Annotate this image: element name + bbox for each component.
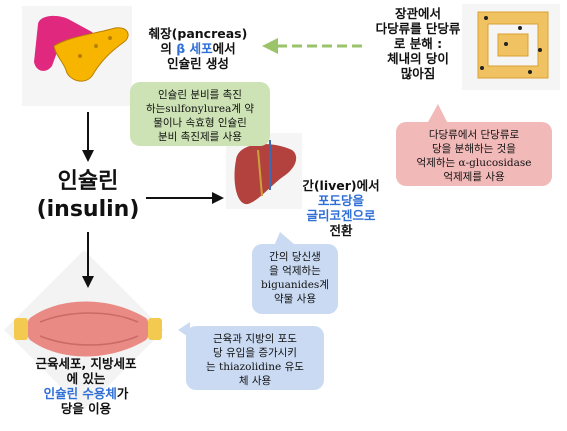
arrow-insulin-to-liver xyxy=(146,192,224,204)
muscle-line2: 에 있는 xyxy=(66,371,106,386)
callout-line: 억제하는 α-glucosidase xyxy=(416,157,532,169)
insulin-line1: 인슐린 xyxy=(57,169,119,194)
intestine-line: 다당류를 단당류 xyxy=(375,21,461,36)
pancreas-icon xyxy=(22,6,132,106)
glucosidase-callout: 다당류에서 단당류로 당을 분해하는 것을 억제하는 α-glucosidase… xyxy=(396,122,552,186)
liver-line2: 포도당을 xyxy=(317,193,364,208)
insulin-line2: (insulin) xyxy=(36,197,140,222)
dashed-arrow xyxy=(262,38,362,54)
muscle-line3-post: 가 xyxy=(116,386,129,401)
callout-line: 분비 촉진제를 사용 xyxy=(158,131,242,143)
pancreas-label-line3: 인슐린 생성 xyxy=(167,56,229,71)
intestine-line: 체내의 당이 xyxy=(387,51,449,66)
muscle-icon xyxy=(4,250,164,410)
beta-cell-text: β 세포 xyxy=(176,41,213,56)
liver-line3: 글리코겐으로 xyxy=(306,208,376,223)
thiazolidine-callout: 근육과 지방의 포도 당 유입을 증가시키 는 thiazolidine 유도 … xyxy=(186,326,324,390)
liver-line1: 간(liver)에서 xyxy=(302,178,380,193)
muscle-line4: 당을 이용 xyxy=(60,401,112,416)
callout-line: 다당류에서 단당류로 xyxy=(428,129,520,141)
callout-line: 을 억제하는 xyxy=(269,265,321,277)
callout-line: 인슐린 분비를 촉진 xyxy=(158,89,242,101)
intestine-line: 로 분해 : xyxy=(393,36,443,51)
callout-line: 당 유입을 증가시키 xyxy=(213,347,297,359)
intestine-label: 장관에서 다당류를 단당류 로 분해 : 체내의 당이 많아짐 xyxy=(370,6,466,81)
callout-line: 억제제를 사용 xyxy=(443,171,505,183)
biguanides-callout: 간의 당신생 을 억제하는 biguanides계 약물 사용 xyxy=(252,244,338,314)
pancreas-label-line1: 췌장(pancreas) xyxy=(148,26,248,41)
callout-line: 간의 당신생 xyxy=(269,251,321,263)
callout-line: 물이나 속효형 인슐린 xyxy=(153,117,247,129)
sulfonylurea-callout: 인슐린 분비를 촉진 하는sulfonylurea계 약 물이나 속효형 인슐린… xyxy=(130,82,270,146)
arrow-pancreas-to-insulin xyxy=(82,112,94,162)
callout-line: 체 사용 xyxy=(238,375,272,387)
callout-line: 약물 사용 xyxy=(274,293,316,305)
callout-line: 근육과 지방의 포도 xyxy=(213,333,297,345)
callout-line: 하는sulfonylurea계 약 xyxy=(145,103,254,115)
intestine-line: 장관에서 xyxy=(394,6,441,21)
insulin-receptor-text: 인슐린 수용체 xyxy=(43,386,117,401)
intestine-line: 많아짐 xyxy=(400,66,436,81)
pancreas-label-line2-pre: 의 xyxy=(160,41,177,56)
muscle-line1: 근육세포, 지방세포 xyxy=(35,356,137,371)
callout-line: 당을 분해하는 것을 xyxy=(432,143,516,155)
arrow-insulin-to-muscle xyxy=(82,232,94,288)
callout-line: 는 thiazolidine 유도 xyxy=(206,361,304,373)
pancreas-label: 췌장(pancreas) 의 β 세포에서 인슐린 생성 xyxy=(138,26,258,71)
liver-label: 간(liver)에서 포도당을 글리코겐으로 전환 xyxy=(292,178,390,238)
insulin-label: 인슐린 (insulin) xyxy=(28,168,148,224)
intestine-icon xyxy=(462,4,560,90)
liver-line4: 전환 xyxy=(329,223,353,238)
muscle-label: 근육세포, 지방세포 에 있는 인슐린 수용체가 당을 이용 xyxy=(6,356,166,416)
pancreas-label-line2-post: 에서 xyxy=(212,41,236,56)
callout-line: biguanides계 xyxy=(261,279,329,291)
